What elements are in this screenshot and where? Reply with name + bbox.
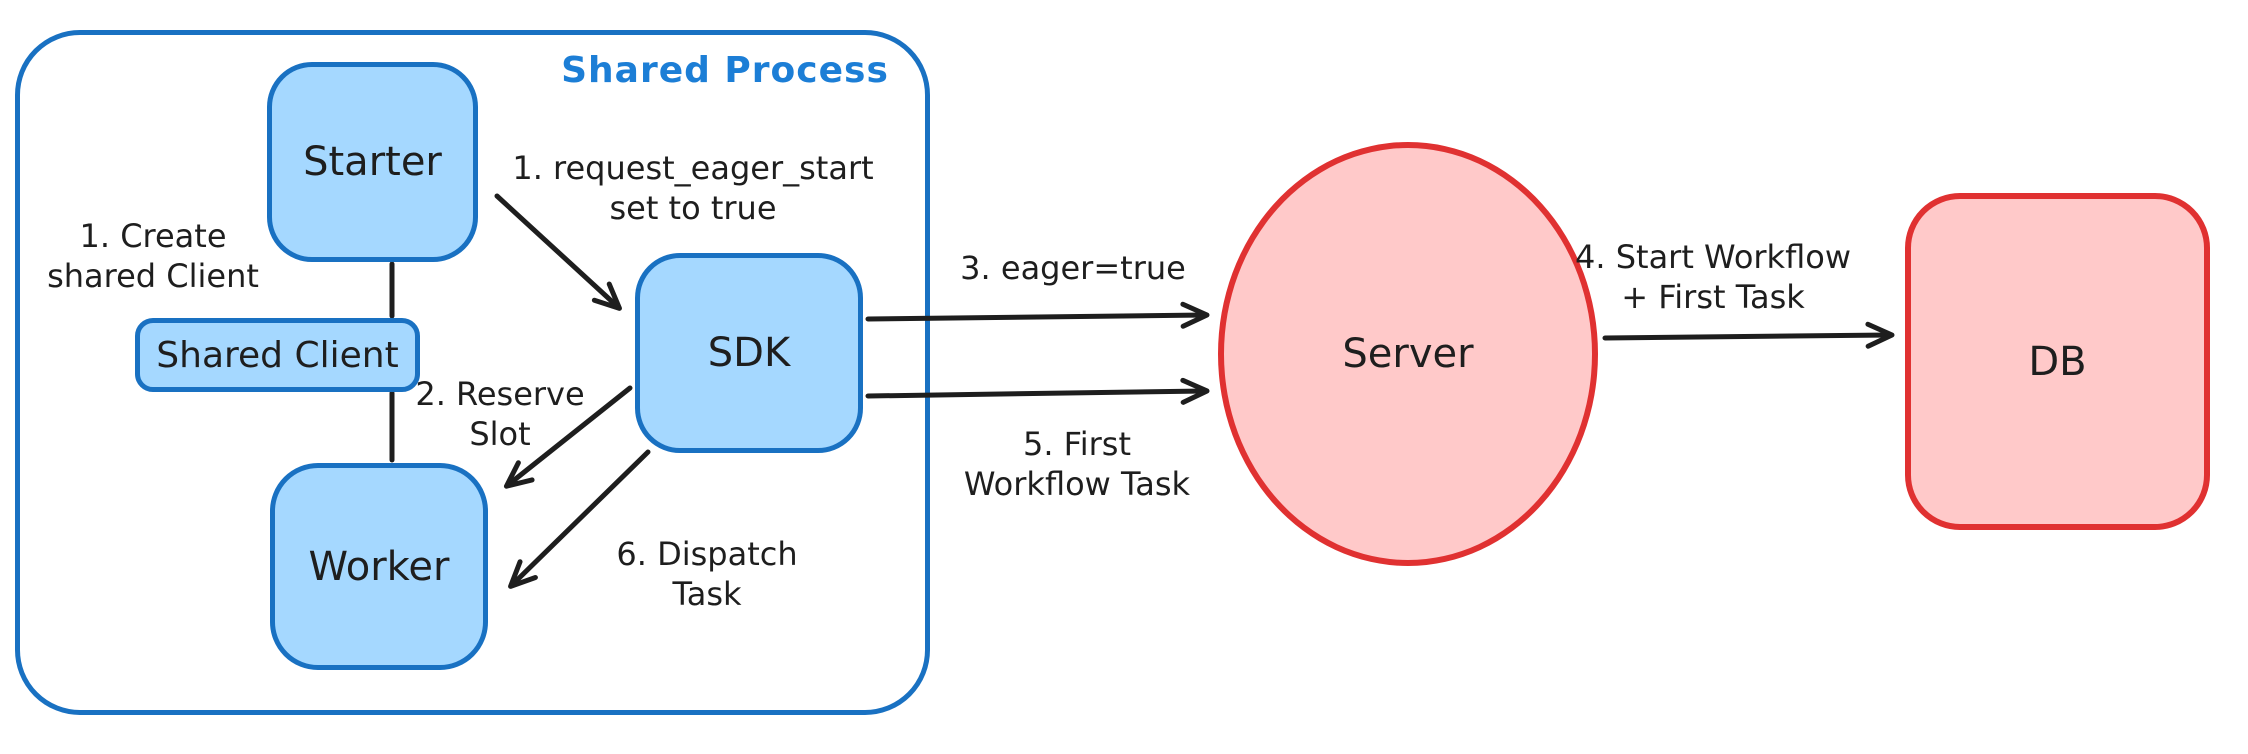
- node-shared-client: Shared Client: [135, 318, 420, 392]
- annotation-create-shared-client: 1. Create shared Client: [47, 217, 259, 295]
- arrow-server-to-db: [1602, 321, 1895, 349]
- annotation-reserve-slot: 2. Reserve Slot: [415, 375, 585, 453]
- node-starter-label: Starter: [303, 139, 442, 185]
- node-worker: Worker: [270, 463, 488, 670]
- node-sdk: SDK: [635, 253, 863, 453]
- shared-process-container: [15, 30, 930, 715]
- node-worker-label: Worker: [308, 543, 450, 590]
- annotation-start-workflow: 4. Start Workflow + First Task: [1575, 238, 1851, 316]
- annotation-dispatch-task: 6. Dispatch Task: [616, 535, 798, 613]
- node-server: Server: [1218, 142, 1598, 566]
- node-server-label: Server: [1342, 331, 1474, 377]
- node-sdk-label: SDK: [707, 330, 791, 376]
- annotation-eager-true: 3. eager=true: [960, 249, 1186, 287]
- shared-process-label: Shared Process: [561, 50, 889, 91]
- annotation-request-eager-start: 1. request_eager_start set to true: [512, 149, 874, 227]
- node-shared-client-label: Shared Client: [156, 334, 399, 376]
- node-db: DB: [1905, 193, 2210, 530]
- node-db-label: DB: [2028, 338, 2087, 385]
- annotation-first-workflow-task: 5. First Workflow Task: [963, 425, 1191, 503]
- node-starter: Starter: [267, 62, 478, 262]
